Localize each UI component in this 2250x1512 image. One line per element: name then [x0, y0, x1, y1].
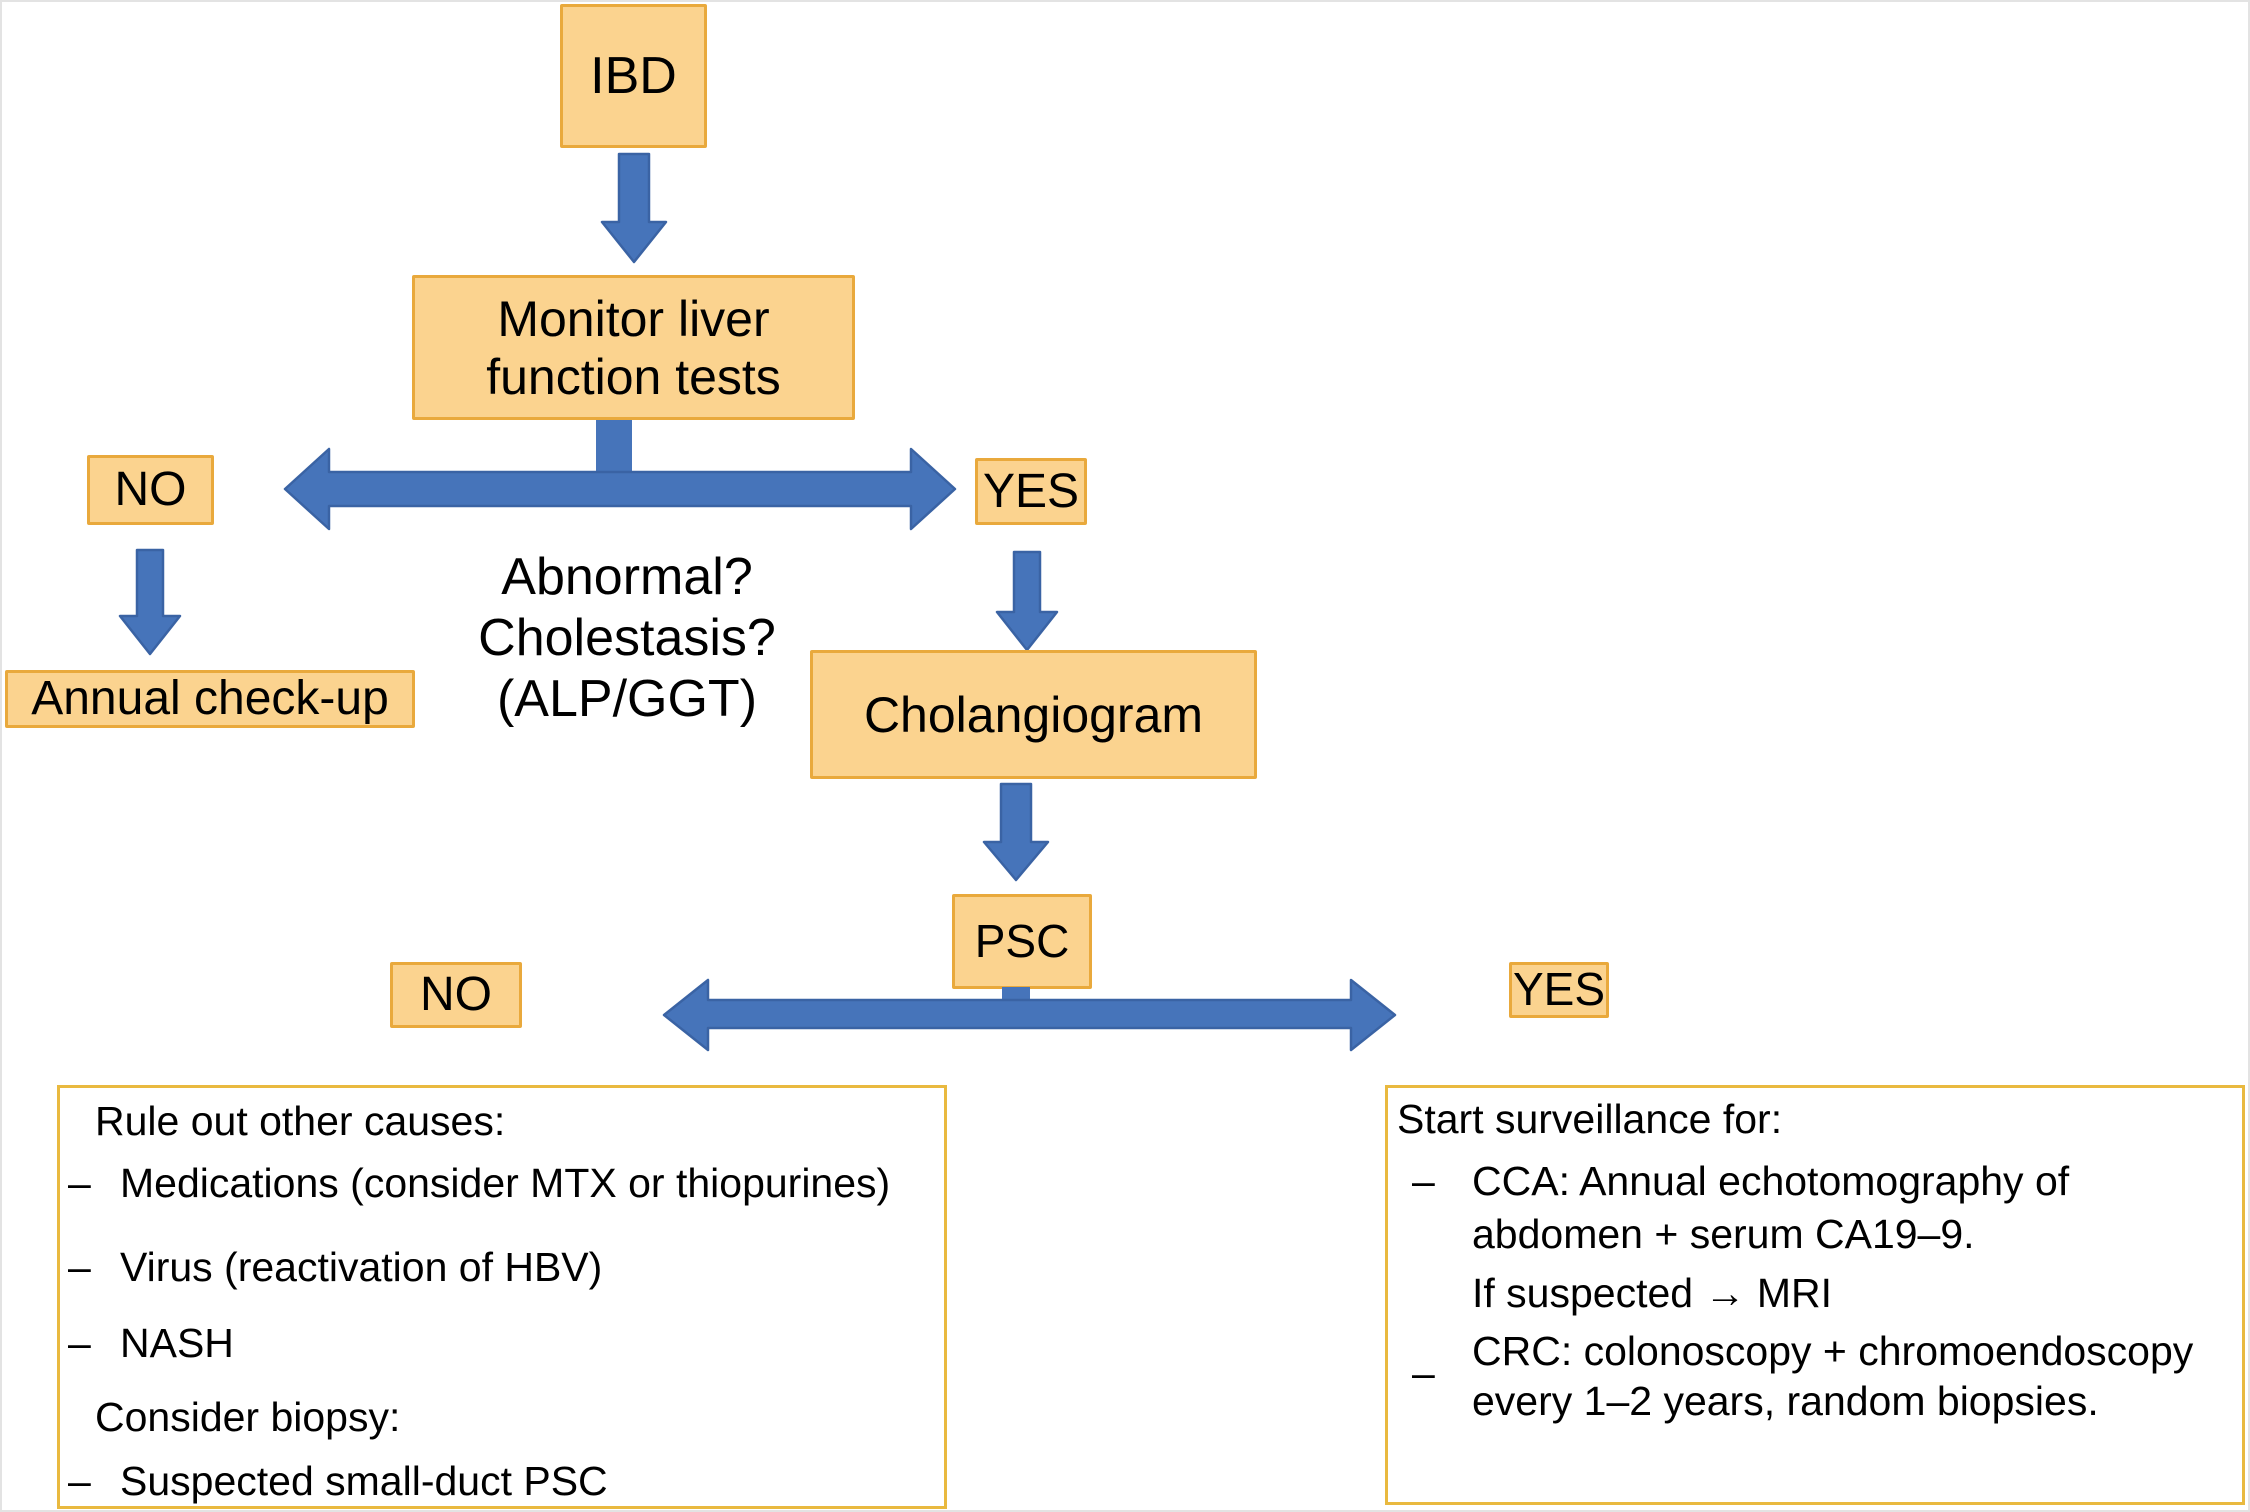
- node-ibd-label: IBD: [590, 46, 677, 105]
- label-yes-1: YES: [975, 458, 1087, 525]
- arrow-cholangiogram-to-psc-icon: [982, 782, 1050, 882]
- outcome-no-item-virus: Virus (reactivation of HBV): [120, 1244, 603, 1290]
- outcome-no-title: Rule out other causes:: [95, 1098, 506, 1144]
- bullet-dash: –: [68, 1160, 91, 1206]
- outcome-yes-title: Start surveillance for:: [1397, 1096, 1783, 1142]
- node-annual-label: Annual check-up: [31, 672, 389, 726]
- outcome-yes-box: Start surveillance for: – CCA: Annual ec…: [1385, 1085, 2245, 1505]
- node-monitor-label-line1: Monitor liver: [497, 290, 770, 347]
- label-yes-2: YES: [1509, 962, 1609, 1018]
- node-psc: PSC: [952, 894, 1092, 989]
- connector-monitor-stem: [596, 420, 632, 476]
- label-no-2-text: NO: [420, 968, 492, 1022]
- node-monitor-liver: Monitor liver function tests: [412, 275, 855, 420]
- bullet-dash: –: [68, 1244, 91, 1290]
- outcome-no-box: Rule out other causes: – Medications (co…: [57, 1085, 947, 1509]
- arrow-yes1-to-cholangiogram-icon: [995, 550, 1059, 652]
- outcome-yes-cca-line3: If suspected → MRI: [1472, 1270, 1833, 1316]
- arrow-ibd-to-monitor-icon: [600, 152, 668, 264]
- label-no-2: NO: [390, 962, 522, 1028]
- node-cholangiogram: Cholangiogram: [810, 650, 1257, 779]
- bullet-dash: –: [68, 1458, 91, 1504]
- arrow-decision1-double-icon: [283, 447, 957, 531]
- node-psc-label: PSC: [974, 914, 1070, 967]
- question-line-3: (ALP/GGT): [496, 670, 758, 728]
- outcome-no-item-medications: Medications (consider MTX or thiopurines…: [120, 1160, 891, 1206]
- node-cholangiogram-label: Cholangiogram: [863, 686, 1204, 743]
- decision1-question: Abnormal? Cholestasis? (ALP/GGT): [392, 547, 862, 730]
- question-line-1: Abnormal?: [501, 548, 753, 606]
- bullet-dash: –: [68, 1320, 91, 1366]
- node-annual-checkup: Annual check-up: [5, 670, 415, 728]
- label-yes-1-text: YES: [982, 464, 1080, 518]
- node-monitor-label-line2: function tests: [486, 348, 781, 405]
- outcome-no-item-nash: NASH: [120, 1320, 234, 1366]
- label-no-1-text: NO: [114, 463, 187, 517]
- arrow-decision2-double-icon: [662, 978, 1397, 1052]
- arrow-no1-to-annual-icon: [118, 548, 182, 656]
- outcome-yes-crc-line1: CRC: colonoscopy + chromoendoscopy: [1472, 1328, 2194, 1374]
- bullet-dash: –: [1412, 1158, 1435, 1204]
- outcome-yes-crc-line2: every 1–2 years, random biopsies.: [1472, 1378, 2099, 1424]
- label-no-1: NO: [87, 455, 214, 525]
- outcome-yes-cca-line2: abdomen + serum CA19–9.: [1472, 1211, 1975, 1257]
- outcome-yes-cca-line1: CCA: Annual echotomography of: [1472, 1158, 2070, 1204]
- outcome-no-item-smallduct: Suspected small-duct PSC: [120, 1458, 608, 1504]
- label-yes-2-text: YES: [1512, 963, 1606, 1016]
- outcome-no-subtitle: Consider biopsy:: [95, 1394, 401, 1440]
- node-ibd: IBD: [560, 4, 707, 148]
- bullet-dash: –: [1412, 1350, 1435, 1396]
- question-line-2: Cholestasis?: [478, 609, 776, 667]
